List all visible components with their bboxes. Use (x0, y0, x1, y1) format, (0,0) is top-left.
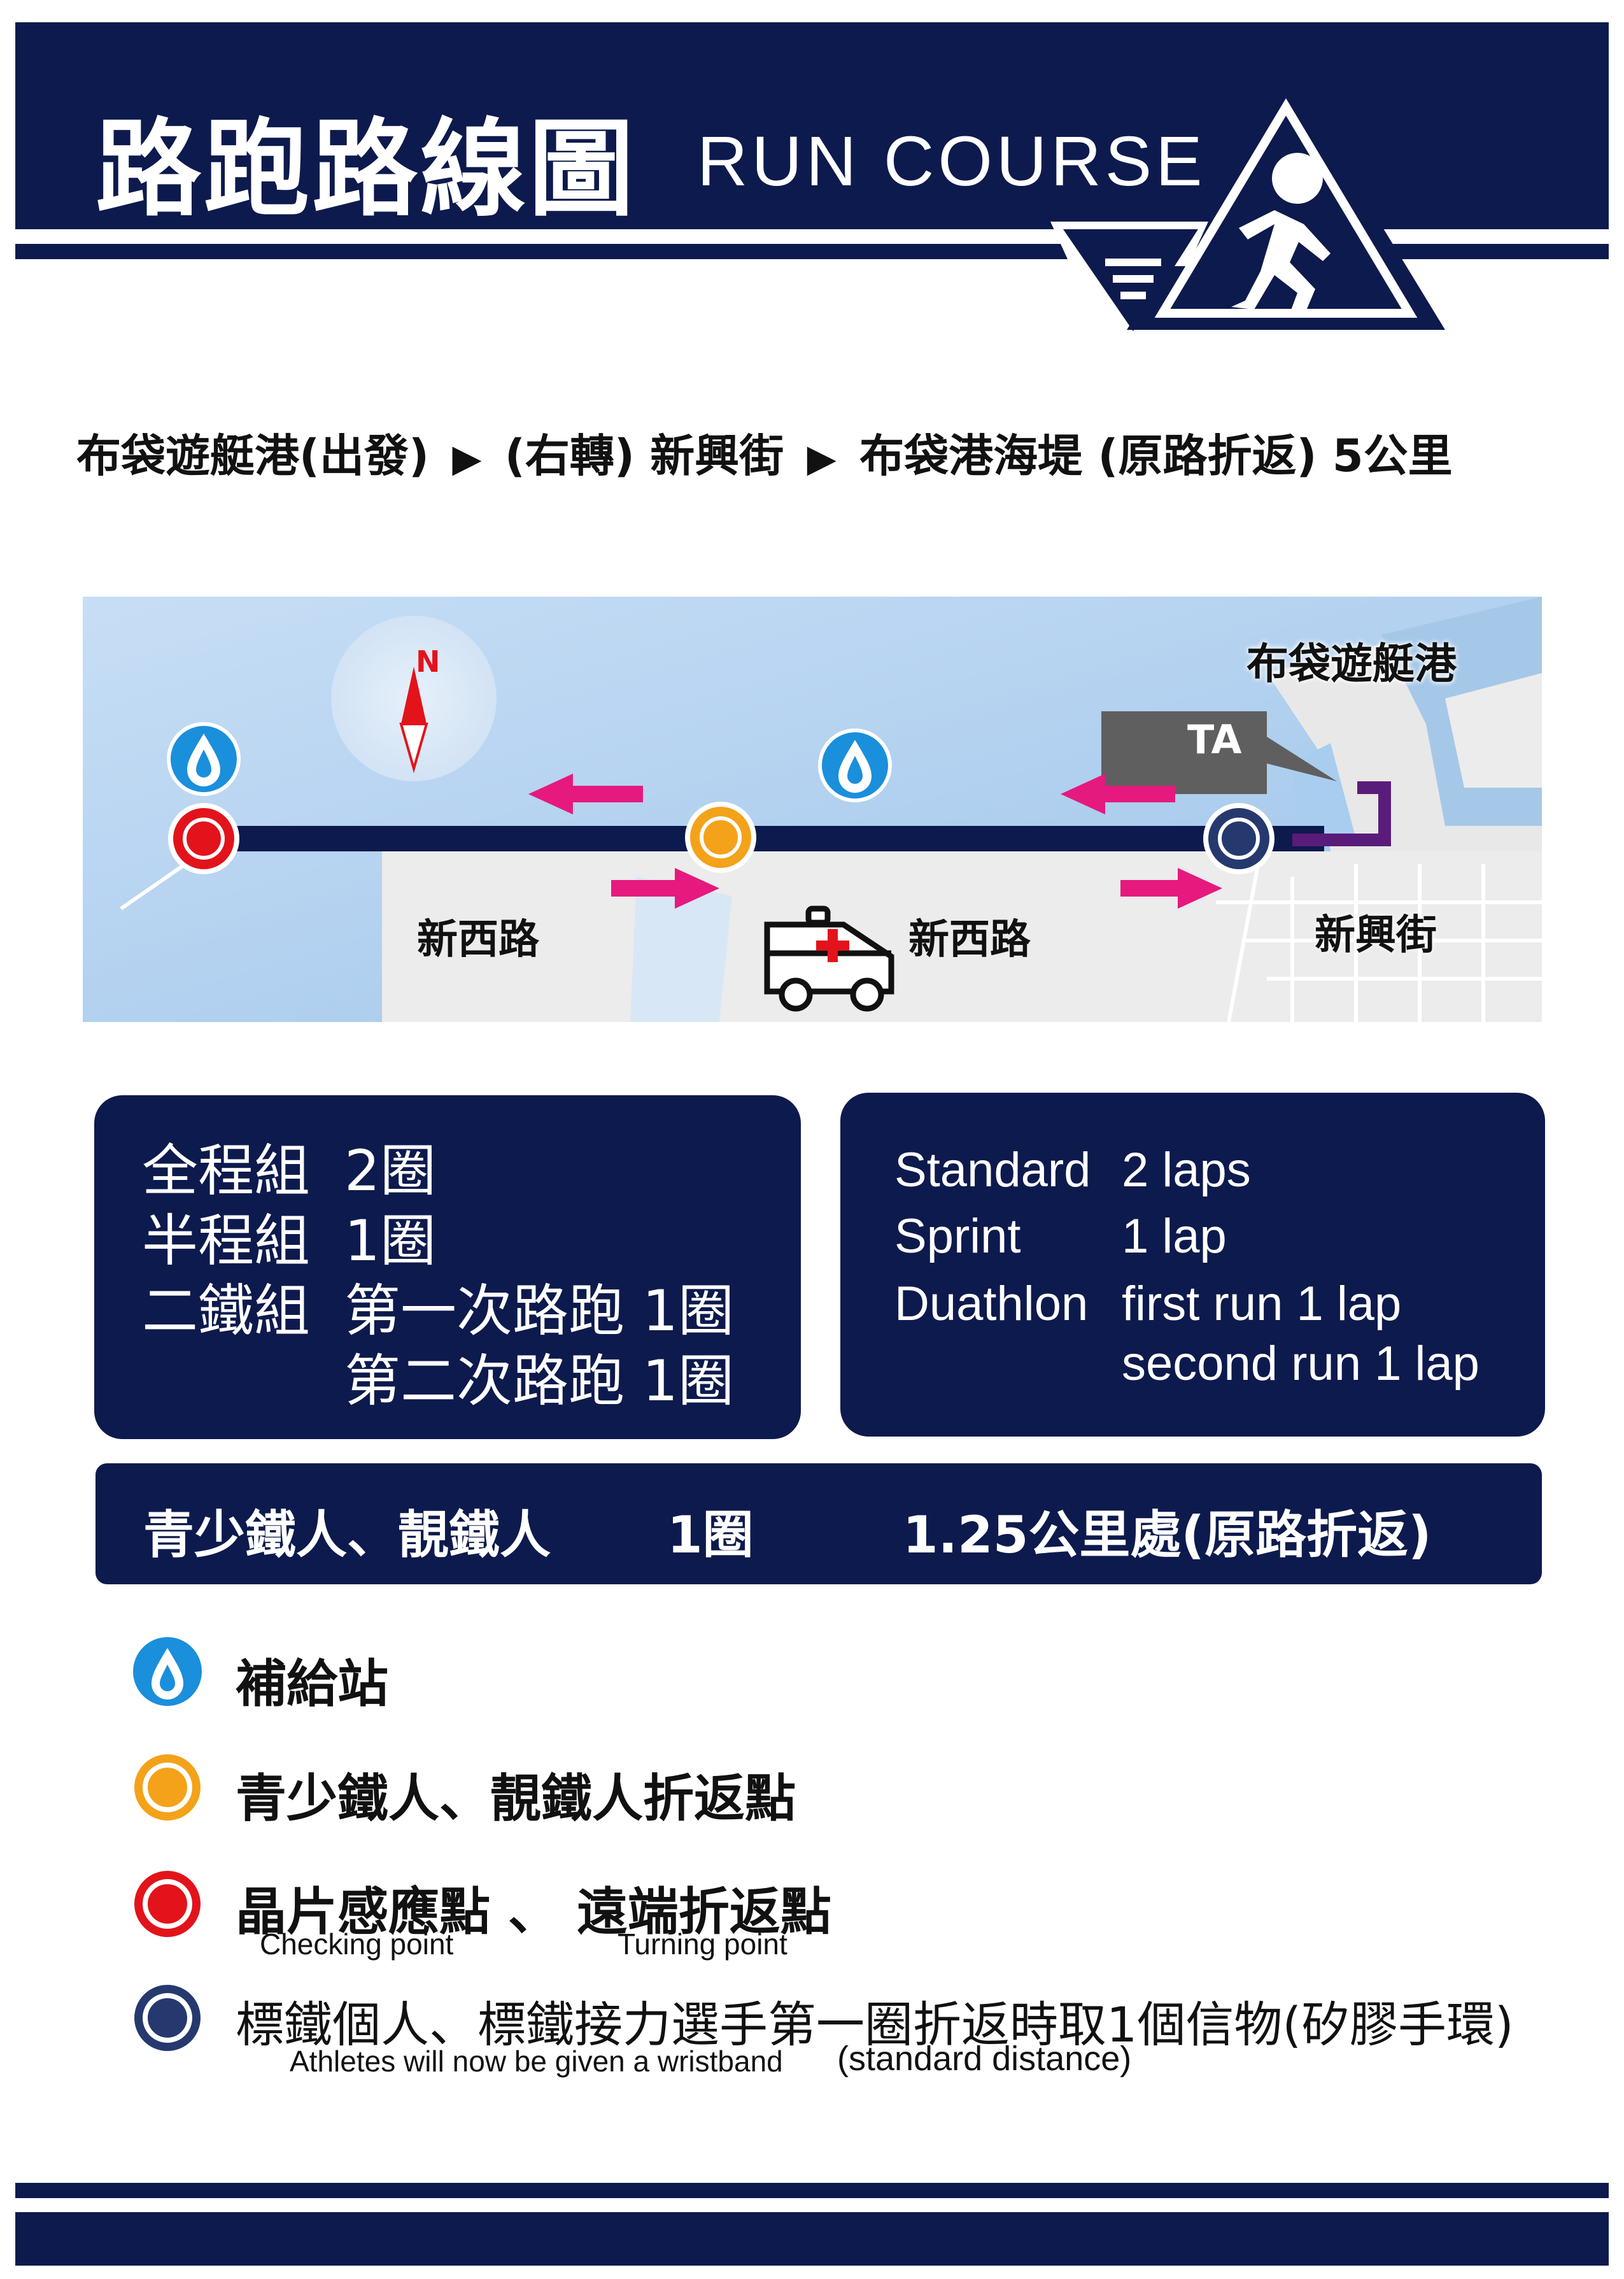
route-turn: (右轉) 新興街 (504, 430, 784, 482)
category-value: 1圈 (344, 1208, 436, 1274)
legend-sub-turning: Turning point (618, 1928, 787, 1961)
route-description: 布袋遊艇港(出發) ▶ (右轉) 新興街 ▶ 布袋港海堤 (原路折返) 5公里 (76, 420, 1453, 485)
footer-stripe (15, 2183, 1609, 2198)
play-arrow-icon: ▶ (807, 436, 837, 481)
runner-logo-icon (1050, 69, 1445, 331)
category-value: 第二次路跑 1圈 (344, 1348, 734, 1414)
marina-label: 布袋遊艇港 (1246, 639, 1457, 688)
road-label-xinxing: 新興街 (1315, 912, 1437, 959)
category-label: 半程組 (142, 1208, 311, 1274)
category-label: Standard (894, 1143, 1091, 1197)
aid-station-left (167, 722, 241, 796)
transition-path (1292, 781, 1391, 846)
route-start: 布袋遊艇港(出發) (76, 430, 429, 482)
legend-text-wristband: 標鐵個人、標鐵接力選手第一圈折返時取1個信物(矽膠手環) (236, 1996, 1514, 2053)
legend-sub-athletes: Athletes will now be given a wristband (290, 2045, 783, 2078)
course-map: N 布袋遊艇港 TA 新西路 新西路 新興街 (83, 597, 1542, 1022)
compass-north-label: N (416, 644, 441, 679)
page-subtitle: RUN COURSE (697, 122, 1206, 201)
category-label: Sprint (894, 1209, 1021, 1263)
red-circle-icon (134, 1871, 201, 1937)
category-label: Duathlon (894, 1277, 1089, 1331)
ta-label: TA (1187, 716, 1242, 763)
navy-circle-icon (134, 1985, 201, 2051)
category-label: 二鐵組 (142, 1278, 311, 1344)
category-label: 全程組 (142, 1138, 311, 1203)
category-value: 1 lap (1122, 1209, 1227, 1263)
category-value: first run 1 lap (1122, 1277, 1402, 1331)
legend-text-checkpoint: 晶片感應點 、 遠端折返點 (236, 1882, 831, 1942)
play-arrow-icon: ▶ (452, 436, 482, 481)
category-box-en: Standard 2 laps Sprint 1 lap Duathlon fi… (840, 1093, 1545, 1437)
run-route-line (204, 826, 1324, 851)
category-box-zh: 全程組 2圈 半程組 1圈 二鐵組 第一次路跑 1圈 第二次路跑 1圈 (94, 1095, 801, 1439)
youth-category-band: 青少鐵人、靚鐵人 1圈 1.25公里處(原路折返) (95, 1463, 1542, 1584)
band-category: 青少鐵人、靚鐵人 (143, 1505, 551, 1565)
road-label-xinxi-right: 新西路 (908, 916, 1031, 963)
legend-sub-checking: Checking point (260, 1928, 454, 1961)
band-turn: 1.25公里處(原路折返) (903, 1505, 1432, 1565)
legend-sub-standard: (standard distance) (837, 2040, 1132, 2078)
road-label-xinxi-left: 新西路 (417, 916, 539, 963)
category-value: 2圈 (344, 1138, 436, 1203)
legend-text-youth-turn: 青少鐵人、靚鐵人折返點 (236, 1769, 796, 1828)
category-value: 2 laps (1122, 1143, 1251, 1197)
route-end: 布袋港海堤 (原路折返) 5公里 (859, 430, 1453, 482)
page-title: 路跑路線圖 (95, 108, 637, 231)
footer-band (15, 2212, 1609, 2266)
water-drop-icon (133, 1637, 202, 1706)
legend-text-aid: 補給站 (236, 1654, 388, 1714)
ta-callout (1101, 711, 1337, 794)
aid-station-mid (818, 728, 892, 802)
category-value: second run 1 lap (1122, 1337, 1479, 1391)
band-laps: 1圈 (667, 1505, 754, 1565)
category-value: 第一次路跑 1圈 (344, 1278, 734, 1344)
orange-circle-icon (134, 1754, 201, 1821)
